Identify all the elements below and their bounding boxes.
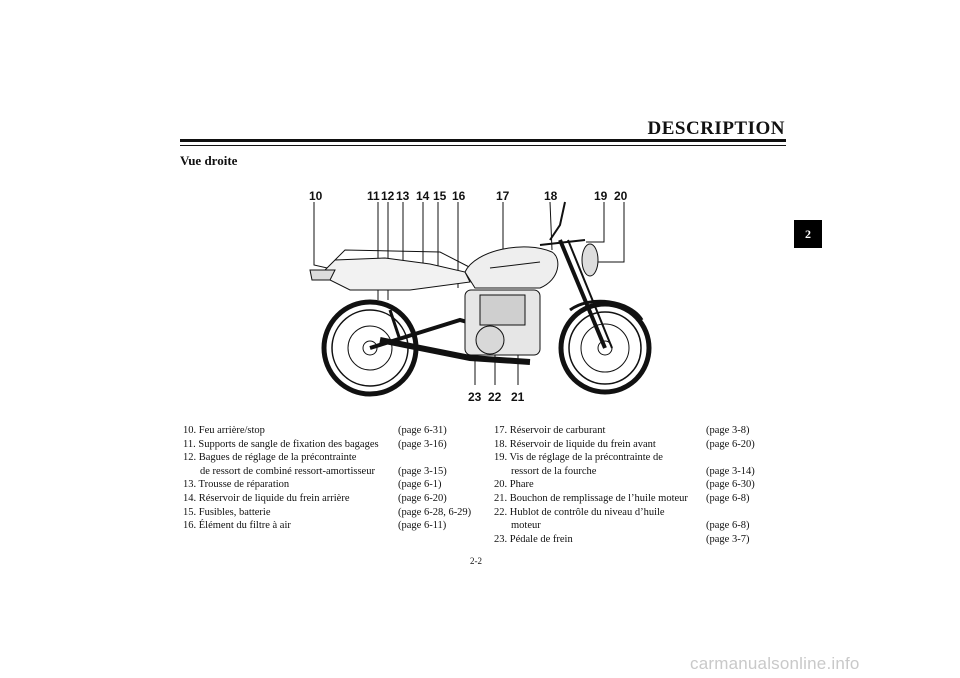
parts-list-left: 10. Feu arrière/stop (page 6-31) 11. Suppo… bbox=[183, 424, 483, 533]
callout-11: 11 bbox=[367, 189, 380, 203]
parts-list-item: 19. Vis de réglage de la précontrainte d… bbox=[494, 451, 794, 465]
parts-list-item: 16. Élément du filtre à air (page 6-11) bbox=[183, 519, 483, 533]
part-label: 21. Bouchon de remplissage de l’huile mo… bbox=[494, 492, 688, 504]
page-reference: (page 3-16) bbox=[398, 438, 447, 450]
watermark: carmanualsonline.info bbox=[690, 654, 860, 673]
part-label: 10. Feu arrière/stop bbox=[183, 425, 265, 436]
parts-list-item: 11. Supports de sangle de fixation des b… bbox=[183, 438, 483, 452]
part-label: de ressort de combiné ressort-amortisseu… bbox=[200, 465, 375, 477]
page-reference: (page 6-20) bbox=[398, 492, 447, 504]
parts-list-right: 17. Réservoir de carburant (page 3-8) 18. … bbox=[494, 424, 794, 546]
page-reference: (page 6-20) bbox=[706, 438, 755, 450]
callout-15: 15 bbox=[433, 189, 447, 203]
parts-list-item: 17. Réservoir de carburant (page 3-8) bbox=[494, 424, 794, 438]
parts-list-item: moteur (page 6-8) bbox=[494, 519, 794, 533]
page-reference: (page 6-11) bbox=[398, 520, 447, 532]
parts-list-item: 18. Réservoir de liquide du frein avant (… bbox=[494, 438, 794, 452]
page-reference: (page 3-7) bbox=[706, 533, 750, 545]
parts-list-item: 23. Pédale de frein (page 3-7) bbox=[494, 533, 794, 547]
part-label: 23. Pédale de frein bbox=[494, 533, 573, 545]
parts-list-item: 13. Trousse de réparation (page 6-1) bbox=[183, 478, 483, 492]
header-rule-thick bbox=[180, 139, 786, 142]
page-reference: (page 6-1) bbox=[398, 479, 442, 491]
parts-list-item: 15. Fusibles, batterie (page 6-28, 6-29) bbox=[183, 506, 483, 520]
page-reference: (page 6-30) bbox=[706, 479, 755, 491]
part-label: 17. Réservoir de carburant bbox=[494, 425, 606, 436]
page-title: DESCRIPTION bbox=[647, 118, 785, 139]
callout-23: 23 bbox=[468, 390, 482, 404]
section-heading: Vue droite bbox=[180, 153, 238, 168]
parts-list-item: 14. Réservoir de liquide du frein arrièr… bbox=[183, 492, 483, 506]
page-reference: (page 6-8) bbox=[706, 520, 750, 532]
page-reference: (page 6-8) bbox=[706, 492, 750, 504]
parts-list-item: ressort de la fourche (page 3-14) bbox=[494, 465, 794, 479]
part-label: 11. Supports de sangle de fixation des b… bbox=[183, 438, 379, 450]
callout-14: 14 bbox=[416, 189, 430, 203]
callout-10: 10 bbox=[309, 189, 323, 203]
part-label: 12. Bagues de réglage de la précontraint… bbox=[183, 452, 357, 464]
callout-17: 17 bbox=[496, 189, 510, 203]
parts-list-item: 20. Phare (page 6-30) bbox=[494, 478, 794, 492]
page-reference: (page 6-28, 6-29) bbox=[398, 506, 472, 518]
parts-list-item: de ressort de combiné ressort-amortisseu… bbox=[183, 465, 483, 479]
callout-19: 19 bbox=[594, 189, 608, 203]
callout-21: 21 bbox=[511, 390, 525, 404]
callout-20: 20 bbox=[614, 189, 628, 203]
callout-12: 12 bbox=[381, 189, 395, 203]
part-label: 13. Trousse de réparation bbox=[183, 479, 290, 491]
callout-16: 16 bbox=[452, 189, 466, 203]
motorcycle-illustration: 10 11 12 13 14 15 16 17 18 19 20 23 22 2… bbox=[309, 189, 652, 404]
page-number: 2-2 bbox=[470, 556, 482, 566]
part-label: ressort de la fourche bbox=[511, 465, 597, 477]
chapter-tab: 2 bbox=[794, 220, 822, 248]
part-label: 20. Phare bbox=[494, 479, 534, 491]
part-label: 15. Fusibles, batterie bbox=[183, 506, 271, 518]
callout-18: 18 bbox=[544, 189, 558, 203]
part-label: 14. Réservoir de liquide du frein arrièr… bbox=[183, 492, 350, 504]
parts-list-item: 10. Feu arrière/stop (page 6-31) bbox=[183, 424, 483, 438]
part-label: moteur bbox=[511, 520, 541, 532]
part-label: 16. Élément du filtre à air bbox=[183, 520, 291, 532]
page-reference: (page 3-15) bbox=[398, 465, 447, 477]
callout-13: 13 bbox=[396, 189, 410, 203]
parts-list-item: 21. Bouchon de remplissage de l’huile mo… bbox=[494, 492, 794, 506]
header-rule-thin bbox=[180, 145, 786, 146]
page-reference: (page 3-8) bbox=[706, 425, 750, 436]
parts-list-item: 22. Hublot de contrôle du niveau d’huile bbox=[494, 506, 794, 520]
parts-list-item: 12. Bagues de réglage de la précontraint… bbox=[183, 451, 483, 465]
page-reference: (page 6-31) bbox=[398, 425, 447, 436]
page-reference: (page 3-14) bbox=[706, 465, 755, 477]
part-label: 22. Hublot de contrôle du niveau d’huile bbox=[494, 506, 665, 518]
part-label: 19. Vis de réglage de la précontrainte d… bbox=[494, 452, 663, 464]
callout-22: 22 bbox=[488, 390, 502, 404]
part-label: 18. Réservoir de liquide du frein avant bbox=[494, 438, 656, 450]
